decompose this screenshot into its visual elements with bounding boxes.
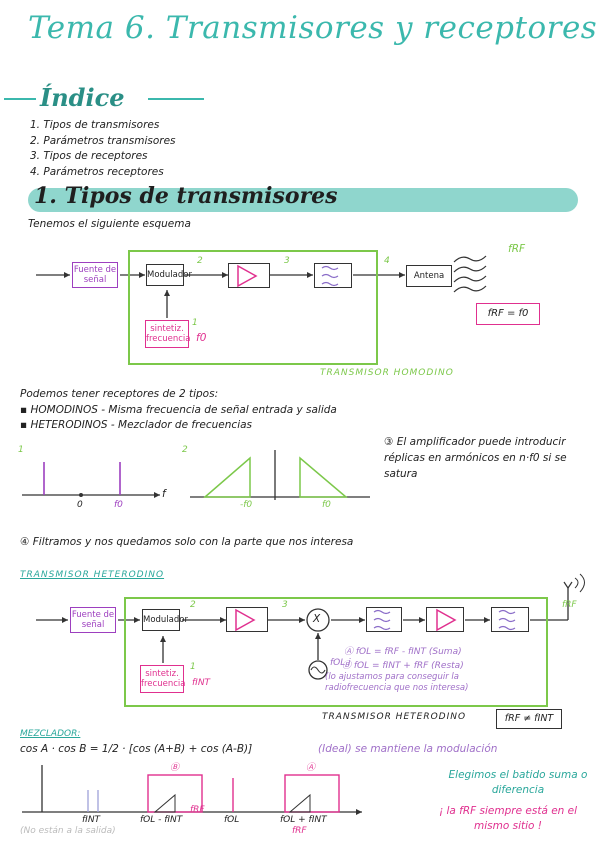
- footnote: (No están a la salida): [20, 826, 116, 836]
- page-title: Tema 6. Transmisores y receptores: [28, 10, 598, 46]
- het-source-block: Fuente de señal: [70, 607, 116, 633]
- indice-item: 1. Tipos de transmisores: [30, 119, 160, 131]
- batido-note: Elegimos el batido suma o diferencia: [448, 769, 588, 796]
- fol-note: (lo ajustamos para conseguir la radiofre…: [325, 672, 469, 693]
- antenna-block: Antena: [406, 265, 452, 287]
- het-amplifier-block: [226, 607, 268, 632]
- note-4: ④ Filtramos y nos quedamos solo con la p…: [20, 536, 354, 548]
- mezclador-heading: MEZCLADOR:: [20, 729, 81, 739]
- siempre-note: ¡ la fRF siempre está en el mismo sitio …: [438, 805, 578, 832]
- marker-3: 4: [384, 256, 390, 266]
- spectrum-mark-a: Ⓐ: [306, 763, 316, 773]
- spectrum-frf-2: fRF: [292, 826, 307, 836]
- fint-label: fINT: [192, 678, 211, 688]
- modulator-block: Modulador: [146, 264, 192, 286]
- spectrum-fint: fINT: [82, 815, 101, 825]
- fol-eq-b: Ⓑ fOL = fINT + fRF (Resta): [342, 661, 464, 671]
- het-filter-1: [366, 607, 402, 632]
- mixer-symbol: X: [313, 613, 321, 625]
- axis-zero-label: 0: [77, 500, 83, 510]
- axis-f-label: f: [162, 488, 166, 500]
- fol-eq-a: Ⓐ fOL = fRF - fINT (Suma): [344, 647, 462, 657]
- homodino-frame: [128, 250, 378, 365]
- indice-list: 1. Tipos de transmisores 2. Parámetros t…: [30, 118, 176, 180]
- heterodino-caption: TRANSMISOR HETERODINO: [322, 712, 467, 722]
- section-heading: 1. Tipos de transmisores: [34, 183, 338, 209]
- marker-2: 3: [284, 256, 290, 266]
- het-marker-2: 3: [282, 600, 288, 610]
- note-3: ③ El amplificador puede introducir répli…: [384, 436, 567, 480]
- source-block: Fuente de señal: [72, 262, 118, 288]
- frf-equation-box: fRF = f0: [476, 303, 540, 325]
- ideal-note: (Ideal) se mantiene la modulación: [318, 743, 498, 755]
- axis-pos-f0-label: f0: [322, 500, 331, 510]
- bullet-heterodinos-text: HETERODINOS - Mezclador de frecuencias: [30, 419, 253, 431]
- section-highlight: [28, 188, 578, 212]
- plot-1-marker: 1: [18, 445, 24, 455]
- spectrum-diff: fOL - fINT: [140, 815, 183, 825]
- spectrum-frf-1: fRF: [190, 805, 205, 815]
- indice-heading: Índice: [40, 83, 125, 112]
- plot-2-marker: 2: [182, 445, 188, 455]
- marker-1: 2: [197, 256, 203, 266]
- bullet-heterodinos: ▪ HETERODINOS - Mezclador de frecuencias: [20, 419, 253, 431]
- axis-f0-label: f0: [114, 500, 123, 510]
- filter-block: [314, 263, 352, 288]
- marker-4: 1: [192, 318, 198, 328]
- synth-block: sintetiz. frecuencia: [145, 320, 190, 348]
- types-intro: Podemos tener receptores de 2 tipos:: [20, 388, 219, 400]
- spectrum-mark-b: Ⓑ: [170, 763, 180, 773]
- bullet-homodinos-text: HOMODINOS - Misma frecuencia de señal en…: [30, 404, 337, 416]
- mixer-formula: cos A · cos B = 1/2 · [cos (A+B) + cos (…: [20, 743, 253, 755]
- indice-item: 2. Parámetros transmisores: [30, 134, 176, 147]
- indice-item: 3. Tipos de receptores: [30, 150, 148, 162]
- amplifier-block: [228, 263, 270, 288]
- spectrum-fol: fOL: [224, 815, 240, 825]
- section-intro: Tenemos el siguiente esquema: [28, 218, 191, 230]
- indice-rule-left: [4, 98, 36, 100]
- het-frf-label: fRF: [562, 600, 577, 610]
- homodino-caption: TRANSMISOR HOMODINO: [320, 368, 454, 378]
- het-amplifier-2: [426, 607, 464, 632]
- het-modulator-block: Modulador: [142, 609, 188, 631]
- het-marker-3: 1: [190, 662, 196, 672]
- bullet-homodinos: ▪ HOMODINOS - Misma frecuencia de señal …: [20, 404, 337, 416]
- het-filter-2: [491, 607, 529, 632]
- het-marker-1: 2: [190, 600, 196, 610]
- indice-item: 4. Parámetros receptores: [30, 165, 164, 178]
- f0-label: f0: [196, 332, 207, 344]
- fol-i-label: fOL i: [330, 658, 351, 668]
- indice-rule-right: [148, 98, 204, 100]
- heterodino-heading: TRANSMISOR HETERODINO: [20, 570, 165, 580]
- heterodino-frame: [124, 597, 548, 707]
- frf-neq-box: fRF ≠ fINT: [496, 709, 562, 729]
- frf-label: fRF: [508, 243, 526, 255]
- spectrum-sum: fOL + fINT: [280, 815, 327, 825]
- het-synth-block: sintetiz. frecuencia: [140, 665, 185, 693]
- axis-neg-f0-label: -f0: [240, 500, 253, 510]
